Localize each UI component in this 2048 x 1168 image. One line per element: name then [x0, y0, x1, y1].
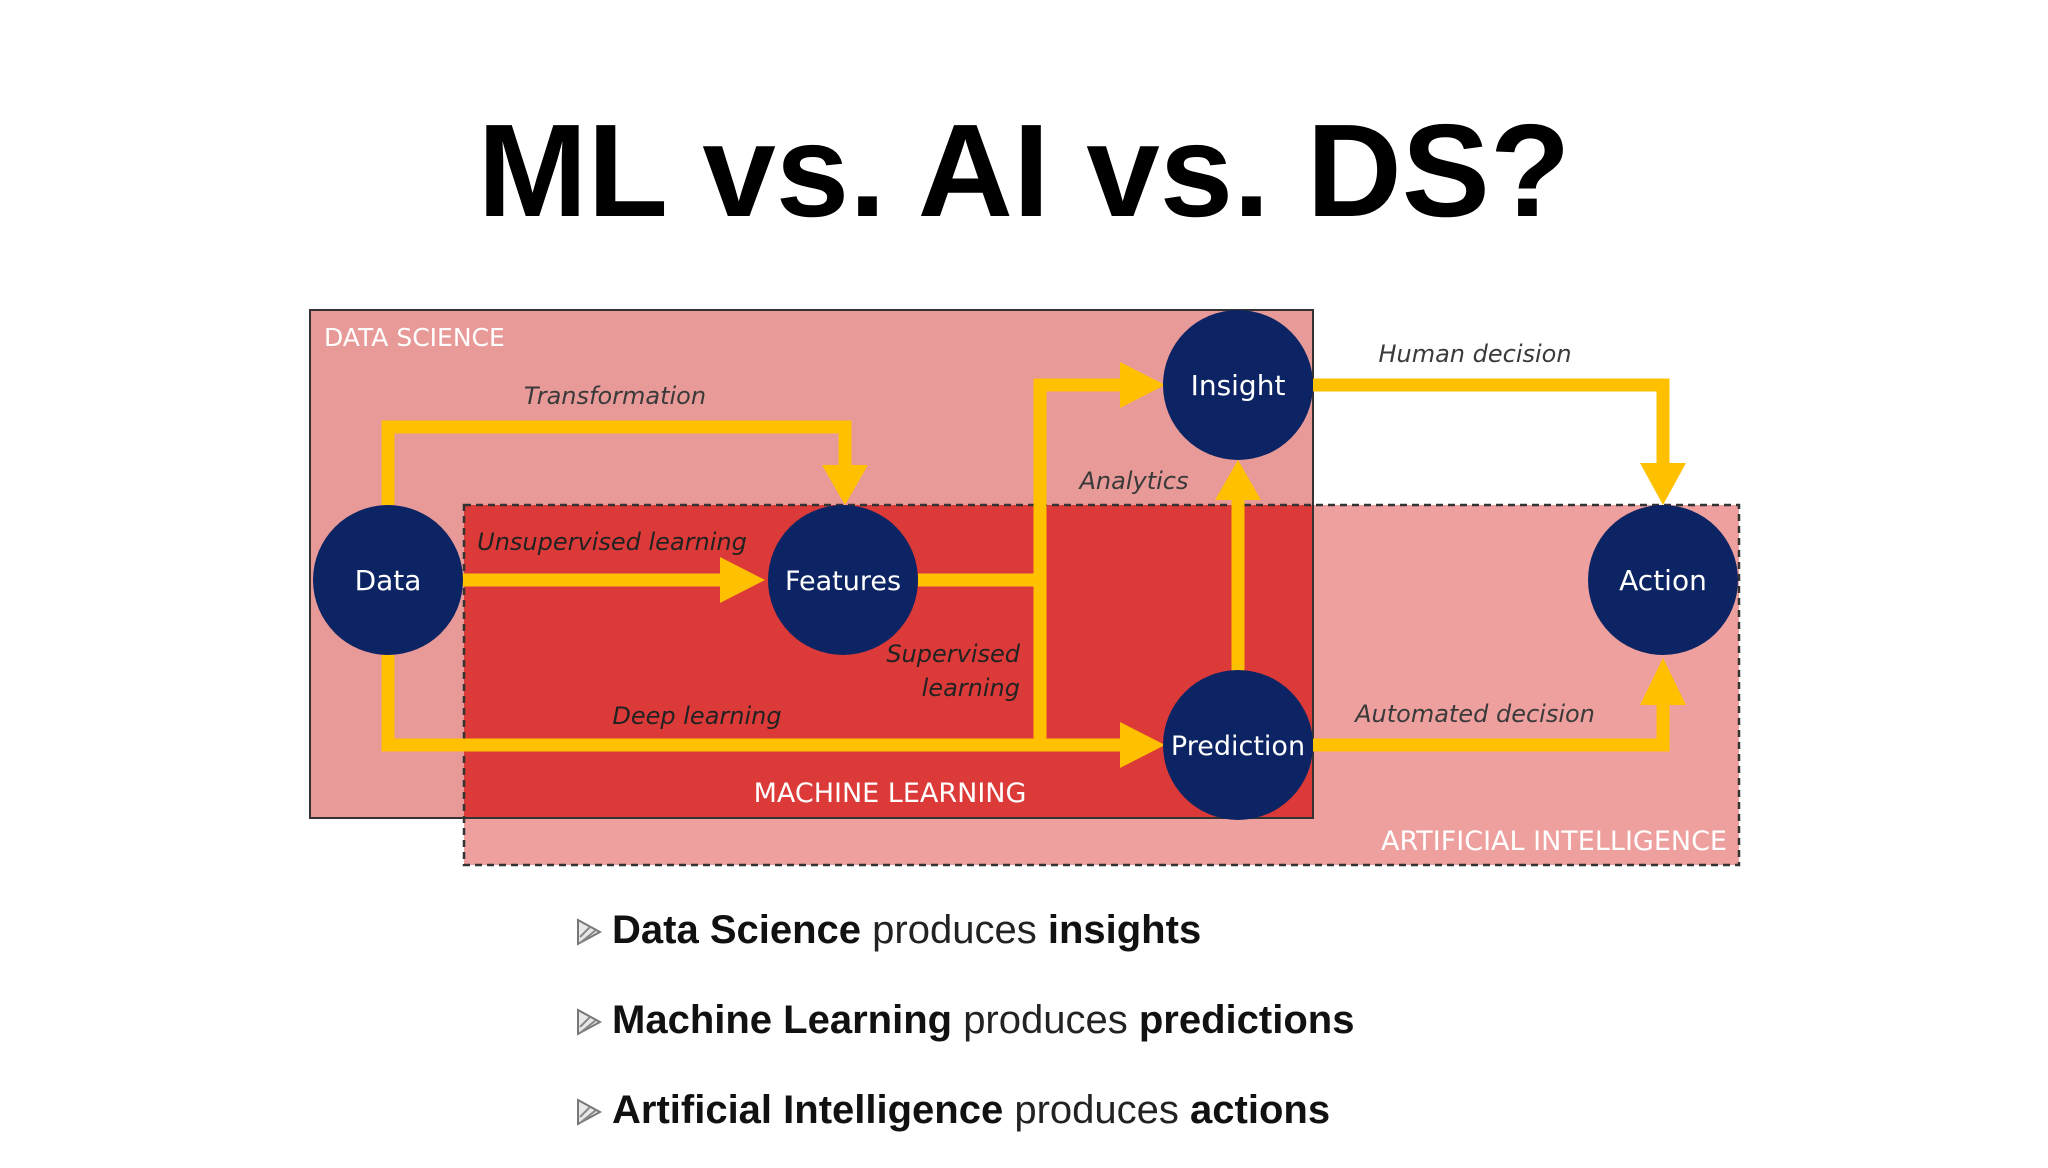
bullet-list: Data Science produces insights Machine L… — [576, 898, 1354, 1168]
supervised-to-insight-arrow — [1033, 378, 1125, 745]
machine-learning-label: MACHINE LEARNING — [754, 778, 1027, 809]
bullet-arrow-icon — [577, 1098, 602, 1126]
human-decision-label: Human decision — [1378, 340, 1571, 368]
prediction-to-insight-arrowhead — [1215, 460, 1261, 500]
node-insight-circle — [1163, 310, 1313, 460]
bullet-object: actions — [1190, 1088, 1331, 1132]
node-data: Data — [313, 505, 463, 655]
bullet-subject: Data Science — [612, 908, 862, 952]
supervised-learning-label-line2: learning — [922, 674, 1020, 702]
bullet-item-artificial-intelligence: Artificial Intelligence produces actions — [576, 1078, 1354, 1168]
bullet-object: insights — [1047, 908, 1202, 952]
supervised-learning-label-line1: Supervised — [886, 640, 1020, 668]
automated-decision-arrowhead — [1640, 658, 1686, 705]
node-prediction-label: Prediction — [1171, 731, 1305, 762]
node-features-circle — [768, 505, 918, 655]
node-action: Action — [1588, 505, 1738, 655]
node-data-label: Data — [355, 564, 422, 597]
slide-title: ML vs. AI vs. DS? — [477, 97, 1571, 244]
bullet-item-machine-learning: Machine Learning produces predictions — [576, 988, 1354, 1078]
bullet-item-data-science: Data Science produces insights — [576, 898, 1354, 988]
bullet-object: predictions — [1138, 998, 1355, 1042]
human-decision-arrow — [1313, 378, 1670, 468]
bullet-verb: produces — [872, 908, 1037, 952]
artificial-intelligence-border — [462, 503, 1741, 867]
artificial-intelligence-label: ARTIFICIAL INTELLIGENCE — [1381, 826, 1727, 857]
transformation-arrowhead — [822, 465, 868, 505]
automated-decision-label: Automated decision — [1353, 700, 1595, 728]
deep-learning-label: Deep learning — [612, 702, 781, 730]
arrow-group — [381, 378, 1670, 752]
transformation-arrow — [381, 420, 852, 505]
data-science-border — [309, 309, 1314, 819]
bullet-verb: produces — [1014, 1088, 1179, 1132]
bullet-verb: produces — [963, 998, 1128, 1042]
node-features: Features — [768, 505, 918, 655]
data-science-label: DATA SCIENCE — [324, 323, 505, 352]
arrowhead-group — [720, 362, 1686, 768]
automated-decision-arrow — [1313, 700, 1670, 752]
bullet-arrow-icon — [577, 1008, 602, 1036]
node-action-label: Action — [1619, 564, 1707, 597]
analytics-label: Analytics — [1078, 467, 1189, 495]
insight-arrowhead — [1120, 362, 1165, 408]
transformation-label: Transformation — [524, 382, 706, 410]
unsupervised-learning-label: Unsupervised learning — [477, 528, 747, 556]
deep-learning-arrowhead — [1120, 722, 1165, 768]
node-prediction: Prediction — [1163, 670, 1313, 820]
unsupervised-arrowhead — [720, 557, 765, 603]
deep-learning-arrow — [381, 655, 1125, 752]
node-action-circle — [1588, 505, 1738, 655]
node-insight-label: Insight — [1191, 369, 1286, 402]
node-data-circle — [313, 505, 463, 655]
node-prediction-circle — [1163, 670, 1313, 820]
human-decision-arrowhead — [1640, 463, 1686, 505]
bullet-subject: Artificial Intelligence — [612, 1088, 1004, 1132]
artificial-intelligence-region-lower — [464, 818, 1313, 865]
node-insight: Insight — [1163, 310, 1313, 460]
bullet-subject: Machine Learning — [612, 998, 953, 1042]
node-features-label: Features — [785, 566, 901, 597]
bullet-arrow-icon — [577, 918, 602, 946]
